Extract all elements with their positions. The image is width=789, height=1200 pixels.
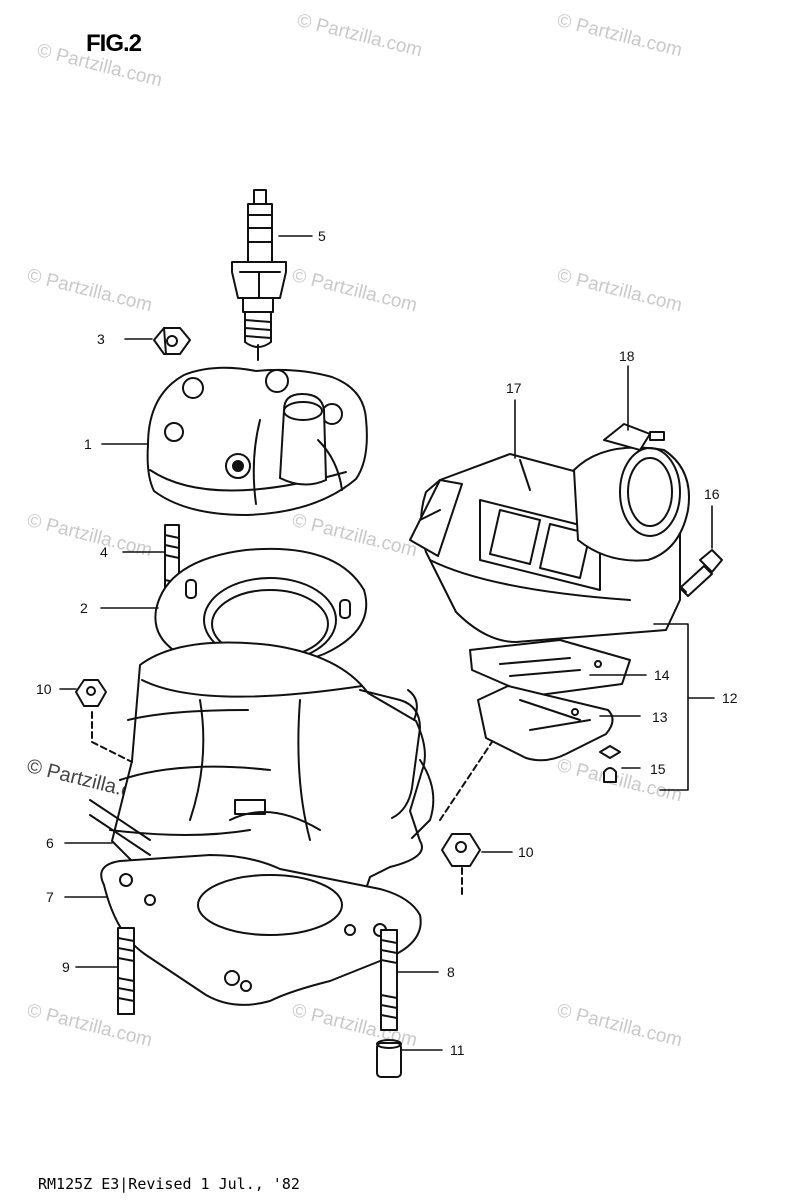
figure-title: FIG.2	[86, 30, 142, 57]
callout-14: 14	[654, 667, 670, 683]
callout-18: 18	[619, 348, 635, 364]
spark-plug[interactable]	[231, 189, 287, 361]
callout-17: 17	[506, 380, 522, 396]
reed-stopper[interactable]	[477, 685, 614, 762]
screw[interactable]	[599, 745, 621, 783]
callout-7: 7	[46, 889, 54, 905]
stud-bolt[interactable]	[117, 927, 135, 1015]
callout-5: 5	[318, 228, 326, 244]
reed-valve[interactable]	[469, 639, 631, 697]
callout-labels: 5 3 1 4 2 10 6 7 9 8 11 10 17 18 16 14 1…	[36, 228, 738, 1058]
callout-13: 13	[652, 709, 668, 725]
callout-1: 1	[84, 436, 92, 452]
footer-revision: RM125Z E3|Revised 1 Jul., '82	[38, 1175, 300, 1193]
callout-2: 2	[80, 600, 88, 616]
stud-bolt[interactable]	[380, 929, 398, 1031]
callout-3: 3	[97, 331, 105, 347]
bolt[interactable]	[679, 549, 723, 597]
callout-15: 15	[650, 761, 666, 777]
nut[interactable]	[75, 679, 107, 707]
cylinder-head[interactable]	[146, 366, 368, 516]
intake-boot[interactable]	[573, 423, 690, 562]
callout-10: 10	[36, 681, 52, 697]
leader-lines	[59, 235, 715, 1051]
cylinder-head-nut[interactable]	[153, 327, 191, 355]
nut[interactable]	[441, 833, 481, 867]
callout-4: 4	[100, 544, 108, 560]
callout-6: 6	[46, 835, 54, 851]
callout-8: 8	[447, 964, 455, 980]
dowel-pin[interactable]	[376, 1039, 402, 1078]
callout-9: 9	[62, 959, 70, 975]
callout-16: 16	[704, 486, 720, 502]
callout-11: 11	[450, 1042, 465, 1058]
cylinder-base-gasket[interactable]	[100, 854, 422, 1006]
callout-12: 12	[722, 690, 738, 706]
callout-10b: 10	[518, 844, 534, 860]
